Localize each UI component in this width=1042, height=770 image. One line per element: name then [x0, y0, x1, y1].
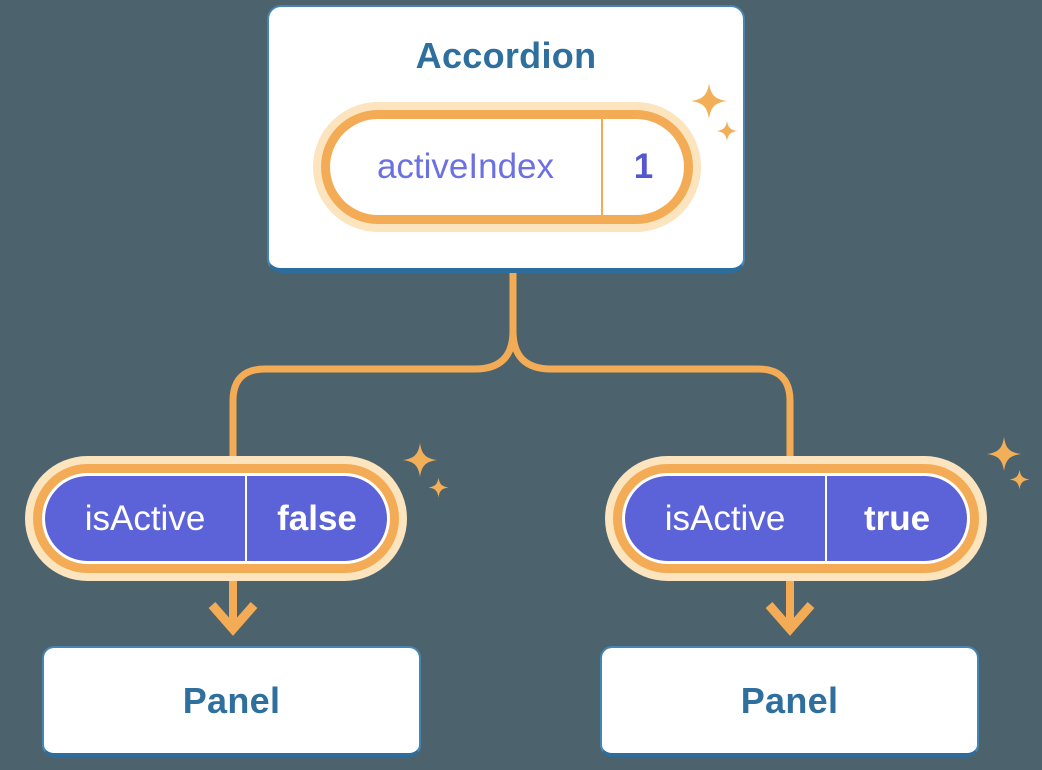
panel-card-left: Panel — [42, 646, 421, 757]
arrow-down-icon-right — [765, 602, 815, 636]
panel-title: Panel — [182, 679, 281, 721]
state-pill-value: 1 — [633, 147, 654, 186]
sparkle-icon — [402, 442, 438, 478]
state-pill-divider — [601, 119, 603, 215]
prop-pill-body: isActive true — [625, 476, 967, 561]
is-active-pill-false: isActive false — [25, 456, 407, 581]
accordion-card: Accordion activeIndex 1 — [267, 5, 745, 273]
accordion-title: Accordion — [415, 35, 597, 76]
sparkles-icon-left-pill — [402, 442, 449, 498]
panel-card-right: Panel — [600, 646, 979, 757]
sparkle-icon — [428, 477, 449, 498]
prop-pill-value: false — [277, 498, 357, 538]
prop-pill-body: isActive false — [45, 476, 387, 561]
branch-line-left — [229, 272, 517, 458]
prop-pill-divider — [245, 476, 247, 561]
prop-pill-outline: isActive false — [42, 473, 390, 564]
is-active-pill-true: isActive true — [605, 456, 987, 581]
prop-pill-outline: isActive true — [622, 473, 970, 564]
prop-pill-divider — [825, 476, 827, 561]
arrow-down-icon-left — [208, 602, 258, 636]
sparkle-icon — [986, 436, 1022, 472]
active-index-state-pill: activeIndex 1 — [313, 102, 701, 232]
prop-pill-ring: isActive false — [33, 464, 399, 573]
prop-pill-ring: isActive true — [613, 464, 979, 573]
prop-pill-label: isActive — [84, 498, 206, 538]
panel-title: Panel — [740, 679, 839, 721]
prop-pill-label: isActive — [664, 498, 786, 538]
prop-pill-value: true — [863, 498, 931, 538]
state-pill-body: activeIndex 1 — [330, 119, 684, 215]
state-pill-label: activeIndex — [376, 147, 555, 186]
sparkle-icon — [1009, 469, 1030, 490]
branch-line-right — [509, 272, 794, 458]
state-pill-ring: activeIndex 1 — [321, 110, 693, 224]
sparkles-icon-right-pill — [986, 436, 1030, 490]
